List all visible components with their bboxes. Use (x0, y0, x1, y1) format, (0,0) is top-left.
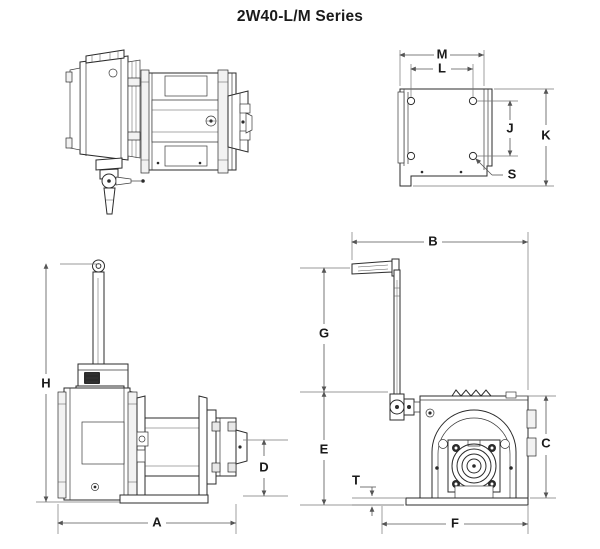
dimension-K: K (413, 88, 554, 187)
top-left-oblique-view (65, 49, 253, 215)
mounting-hole-bottom-left (406, 151, 416, 161)
dimension-T: T (352, 472, 406, 516)
bottom-right-front-view: B G E C (300, 232, 556, 534)
dimension-label-L: L (438, 60, 446, 75)
dimension-S: S (475, 158, 517, 181)
mounting-hole-top-left (406, 96, 416, 106)
dimension-label-D: D (259, 459, 268, 474)
dimension-C: C (516, 395, 556, 499)
mounting-hole-bottom-right (468, 151, 478, 161)
dimension-F: F (381, 506, 529, 534)
dimension-label-C: C (541, 435, 551, 450)
top-right-mounting-plate-view: M L J K (397, 46, 554, 187)
dimension-label-G: G (319, 325, 329, 340)
bottom-left-side-view: H A D (36, 259, 288, 534)
dimension-H: H (36, 263, 120, 503)
dimension-label-M: M (437, 46, 448, 61)
dimension-G: G (300, 267, 388, 393)
dimension-label-F: F (451, 515, 459, 530)
dimension-label-T: T (352, 472, 360, 487)
page-title: 2W40-L/M Series (236, 8, 364, 25)
dimension-label-E: E (320, 441, 329, 456)
dimension-J: J (476, 100, 518, 157)
dimension-M: M (399, 46, 485, 86)
dimension-E: E (300, 391, 404, 506)
mounting-hole-top-right (468, 96, 478, 106)
dimension-label-K: K (541, 127, 551, 142)
dimension-label-J: J (506, 120, 513, 135)
dimension-label-B: B (428, 233, 437, 248)
dimension-label-A: A (152, 514, 162, 529)
dimension-A: A (57, 504, 237, 534)
dimension-label-H: H (41, 375, 50, 390)
dimension-D: D (243, 439, 288, 497)
dimension-L: L (410, 60, 474, 97)
dimension-label-S: S (508, 166, 517, 181)
dimension-B: B (351, 232, 529, 390)
